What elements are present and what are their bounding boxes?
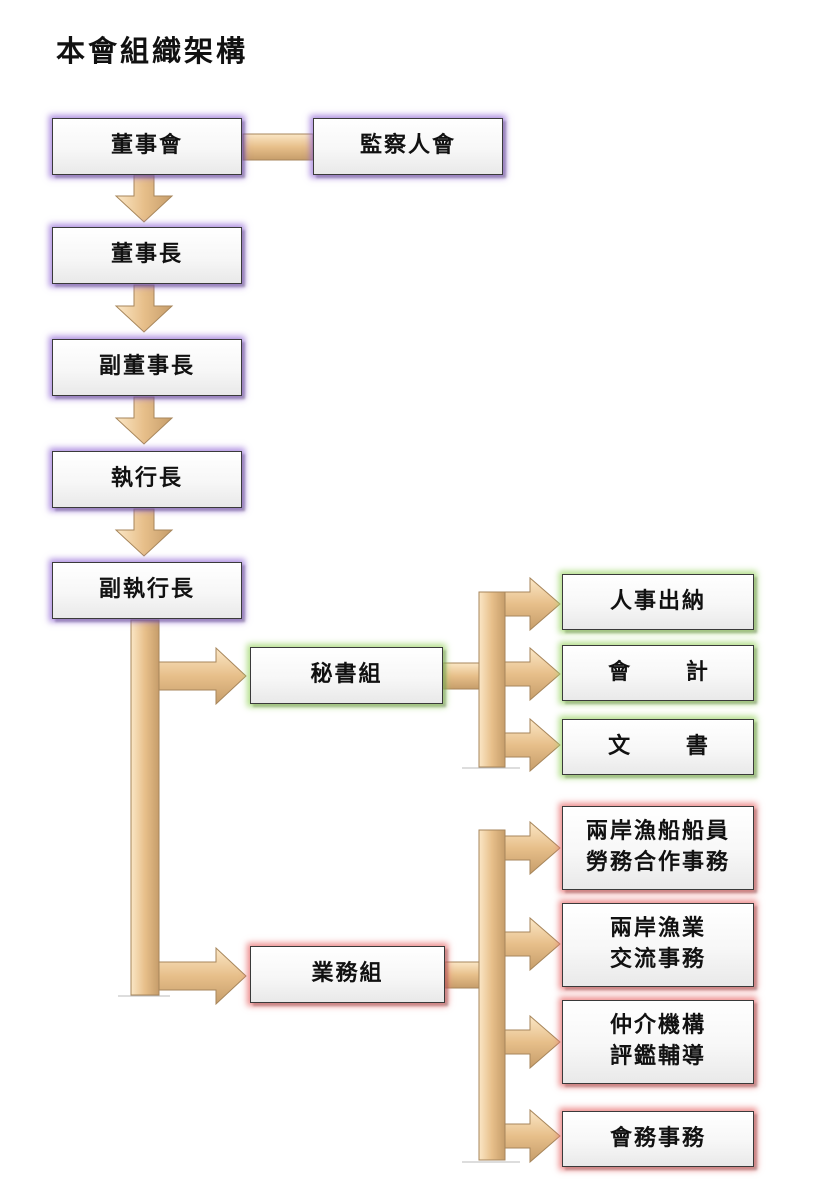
arrow-to-member-affairs: [504, 1108, 561, 1164]
node-crew-affairs: 兩岸漁船船員 勞務合作事務: [562, 806, 754, 890]
node-crew-affairs-line2: 勞務合作事務: [585, 850, 730, 875]
node-ceo-label: 執行長: [110, 466, 183, 492]
node-ceo: 執行長: [52, 451, 242, 508]
node-deputy-ceo-label: 副執行長: [98, 577, 195, 603]
node-agency-evaluation-line1: 仲介機構: [609, 1013, 706, 1039]
arrow-down-chairman-vice: [114, 284, 174, 333]
node-secretariat: 秘書組: [250, 647, 443, 704]
arrow-to-crew: [504, 820, 561, 876]
board-supervisor-link: [242, 133, 314, 161]
secretariat-link: [442, 662, 480, 690]
node-business: 業務組: [250, 946, 445, 1003]
arrow-to-accounting: [504, 646, 561, 702]
arrow-to-business: [158, 946, 247, 1006]
node-vice-chairman-label: 副董事長: [98, 354, 195, 380]
node-board: 董事會: [52, 118, 242, 175]
node-documents-label: 文 書: [608, 733, 732, 759]
node-member-affairs-label: 會務事務: [609, 1125, 706, 1151]
node-crew-affairs-line1: 兩岸漁船船員: [585, 819, 730, 845]
node-personnel-cashier-label: 人事出納: [609, 588, 706, 614]
arrow-down-board-chairman: [114, 174, 174, 223]
node-accounting-label: 會 計: [608, 659, 732, 685]
node-board-label: 董事會: [110, 133, 183, 159]
business-link: [444, 961, 480, 989]
main-trunk: [130, 619, 160, 996]
arrow-to-personnel: [504, 576, 561, 632]
node-chairman: 董事長: [52, 227, 242, 284]
node-agency-evaluation-line2: 評鑑輔導: [609, 1044, 706, 1069]
business-trunk: [478, 829, 506, 1161]
node-documents: 文 書: [562, 719, 754, 775]
node-chairman-label: 董事長: [110, 242, 183, 268]
node-agency-evaluation: 仲介機構 評鑑輔導: [562, 1000, 754, 1084]
arrow-to-documents: [504, 717, 561, 773]
secretariat-trunk: [478, 591, 506, 768]
node-fishery-exchange-line1: 兩岸漁業: [609, 916, 706, 942]
node-supervisors-label: 監察人會: [359, 133, 456, 159]
node-vice-chairman: 副董事長: [52, 339, 242, 396]
node-supervisors: 監察人會: [313, 118, 503, 175]
node-accounting: 會 計: [562, 645, 754, 701]
node-business-label: 業務組: [311, 961, 384, 987]
node-member-affairs: 會務事務: [562, 1111, 754, 1167]
node-fishery-exchange-line2: 交流事務: [609, 947, 706, 972]
arrow-to-secretariat: [158, 646, 247, 706]
page-title: 本會組織架構: [56, 34, 249, 68]
node-fishery-exchange: 兩岸漁業 交流事務: [562, 903, 754, 987]
arrow-down-ceo-deputy: [114, 508, 174, 557]
arrow-down-vice-ceo: [114, 396, 174, 445]
arrow-to-fishery: [504, 916, 561, 972]
node-personnel-cashier: 人事出納: [562, 574, 754, 630]
node-secretariat-label: 秘書組: [310, 662, 383, 688]
node-deputy-ceo: 副執行長: [52, 562, 242, 619]
arrow-to-agency: [504, 1014, 561, 1070]
